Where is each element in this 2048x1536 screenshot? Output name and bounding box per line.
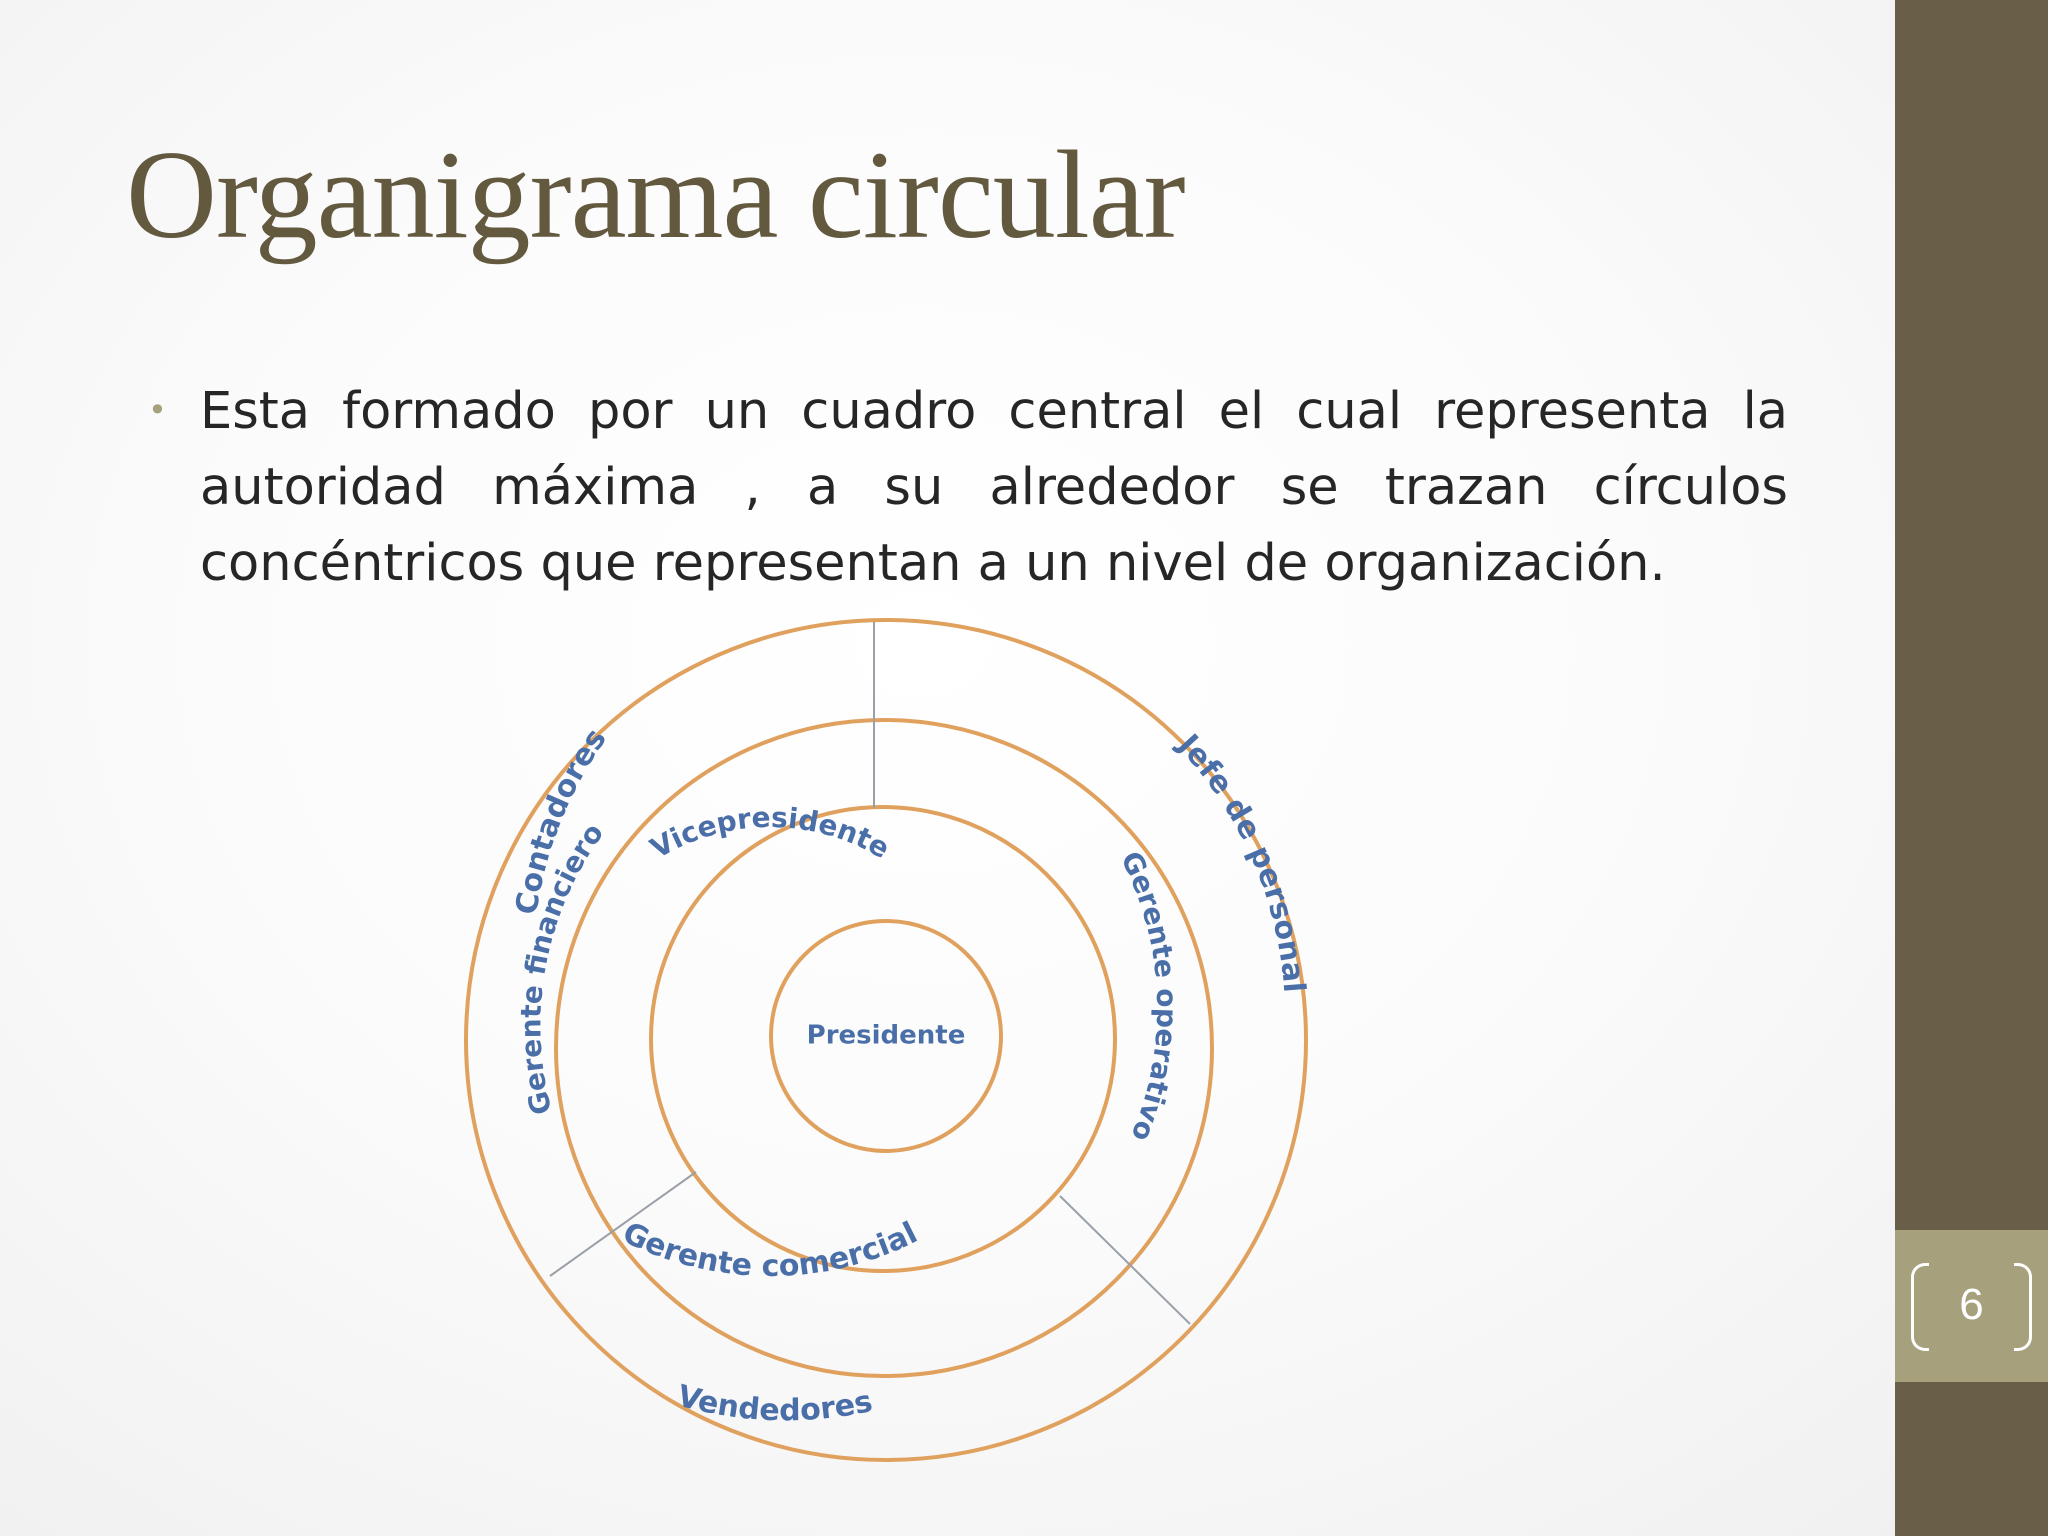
ring-level-2 xyxy=(554,718,1214,1378)
label-jefe-de-personal: Jefe de personal xyxy=(1170,726,1312,993)
slide-title: Organigrama circular xyxy=(126,126,1186,265)
center-ring xyxy=(769,919,1003,1153)
circular-org-chart: Presidente Vicepresidente Gerente financ… xyxy=(400,616,1340,1476)
right-bracket-icon xyxy=(2014,1263,2032,1351)
outer-ring xyxy=(464,618,1308,1462)
center-label: Presidente xyxy=(807,1021,966,1051)
bullet-item: Esta formado por un cuadro central el cu… xyxy=(200,382,1788,593)
page-number: 6 xyxy=(1959,1280,1984,1329)
label-vicepresidente-path: Vicepresidente xyxy=(645,801,895,865)
left-bracket-icon xyxy=(1911,1263,1929,1351)
ring-group xyxy=(464,618,1308,1462)
label-vendedores: Vendedores xyxy=(674,1379,876,1429)
label-gerente-comercial: Gerente comercial xyxy=(617,1215,923,1284)
ring-level-1 xyxy=(649,805,1117,1273)
page-number-box: 6 xyxy=(1895,1230,2048,1382)
divider-bottom-left xyxy=(549,1171,697,1277)
divider-lines xyxy=(549,622,1191,1325)
label-vicepresidente: Vicepresidente xyxy=(645,801,895,865)
label-vendedores-path: Vendedores xyxy=(674,1379,876,1429)
label-jefe-de-personal-path: Jefe de personal xyxy=(1170,726,1312,993)
label-gerente-comercial-path: Gerente comercial xyxy=(617,1215,923,1284)
bullet-dot-icon: • xyxy=(148,391,167,429)
divider-bottom-right xyxy=(1059,1195,1191,1325)
